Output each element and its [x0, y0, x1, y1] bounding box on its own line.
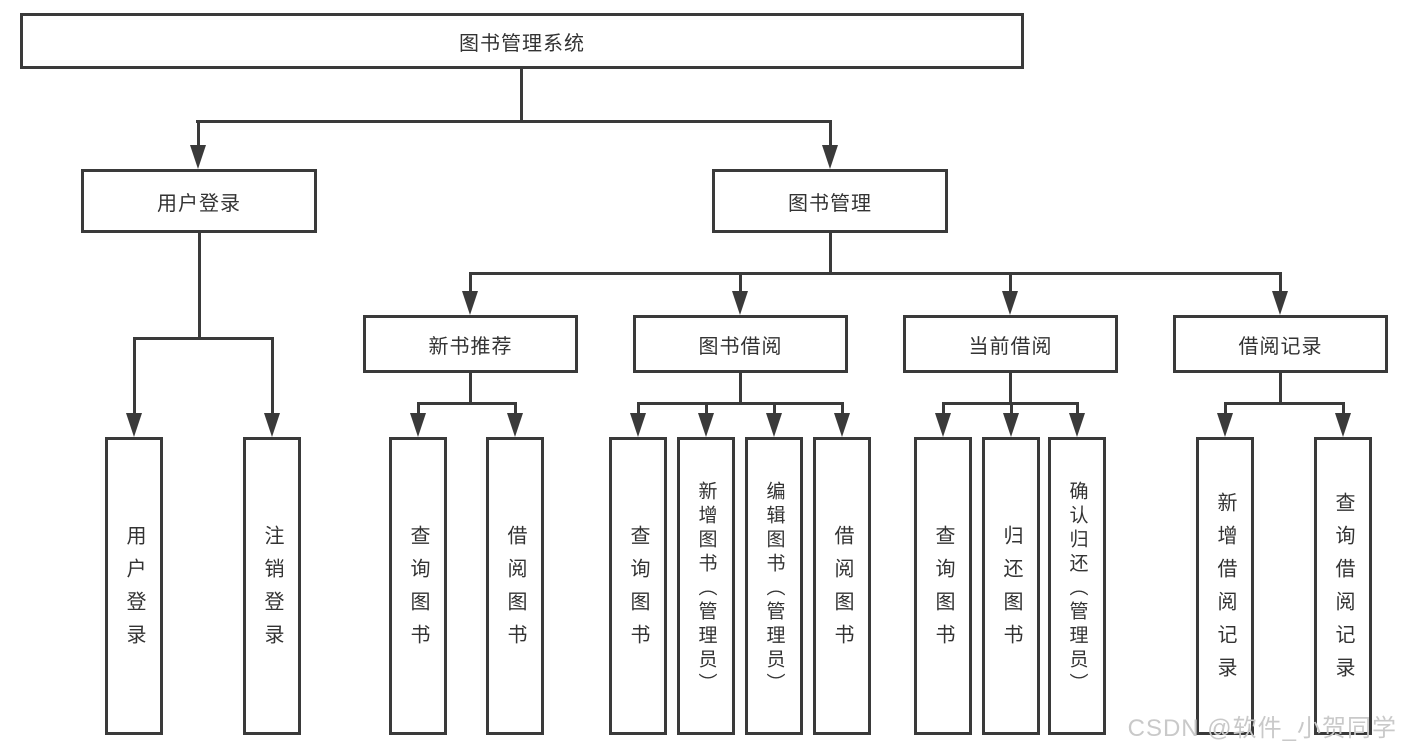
arrowhead-g2-leaf4 — [834, 413, 850, 437]
arrowhead-group1 — [462, 291, 478, 315]
node-new-book-recommend-label: 新书推荐 — [428, 335, 513, 358]
leaf-add-book-admin: 新增图书（管理员） — [677, 437, 735, 735]
leaf-query-borrow-record: 查询借阅记录 — [1314, 437, 1372, 735]
arrowhead-g2-leaf2 — [698, 413, 714, 437]
connector-user-stem — [197, 233, 201, 340]
node-book-management-branch: 图书管理 — [712, 169, 948, 233]
arrowhead-book-branch — [822, 145, 838, 169]
leaf-add-borrow-record: 新增借阅记录 — [1196, 437, 1254, 735]
node-book-borrow: 图书借阅 — [633, 315, 848, 373]
node-user-login-branch: 用户登录 — [81, 169, 317, 233]
connector-drop-group1 — [468, 272, 472, 294]
connector-drop-group2 — [738, 272, 742, 294]
connector-drop-user-leaf2 — [270, 337, 274, 415]
leaf-edit-book-admin: 编辑图书（管理员） — [745, 437, 803, 735]
connector-g1-bar — [416, 402, 517, 405]
leaf-confirm-return-admin: 确认归还（管理员） — [1048, 437, 1106, 735]
connector-g3-drop1 — [941, 402, 945, 415]
leaf-query-books-2: 查询图书 — [609, 437, 667, 735]
connector-g3-drop2 — [1009, 402, 1013, 415]
leaf-query-books-3: 查询图书 — [914, 437, 972, 735]
node-book-borrow-label: 图书借阅 — [698, 335, 783, 358]
connector-drop-book — [828, 120, 832, 148]
leaf-return-books: 归还图书 — [982, 437, 1040, 735]
leaf-logout: 注销登录 — [243, 437, 301, 735]
connector-book-bar — [468, 272, 1282, 275]
arrowhead-g4-leaf2 — [1335, 413, 1351, 437]
arrowhead-g3-leaf2 — [1003, 413, 1019, 437]
connector-g2-stem — [738, 373, 742, 405]
arrowhead-user-branch — [190, 145, 206, 169]
arrowhead-group3 — [1002, 291, 1018, 315]
connector-g2-drop2 — [704, 402, 708, 415]
connector-g3-drop3 — [1075, 402, 1079, 415]
connector-g4-drop1 — [1223, 402, 1227, 415]
arrowhead-g1-leaf1 — [410, 413, 426, 437]
node-current-borrow: 当前借阅 — [903, 315, 1118, 373]
connector-root-bar — [196, 120, 832, 123]
leaf-borrow-books-2: 借阅图书 — [813, 437, 871, 735]
arrowhead-g1-leaf2 — [507, 413, 523, 437]
arrowhead-g3-leaf3 — [1069, 413, 1085, 437]
connector-g2-drop1 — [636, 402, 640, 415]
node-borrow-records-label: 借阅记录 — [1238, 335, 1323, 358]
node-root-label: 图书管理系统 — [459, 32, 585, 55]
arrowhead-group4 — [1272, 291, 1288, 315]
leaf-borrow-books-1: 借阅图书 — [486, 437, 544, 735]
arrowhead-g2-leaf1 — [630, 413, 646, 437]
leaf-user-login: 用户登录 — [105, 437, 163, 735]
arrowhead-user-leaf2 — [264, 413, 280, 437]
connector-drop-group4 — [1278, 272, 1282, 294]
connector-g4-stem — [1278, 373, 1282, 405]
leaf-query-books-1: 查询图书 — [389, 437, 447, 735]
arrowhead-g4-leaf1 — [1217, 413, 1233, 437]
connector-g2-bar — [636, 402, 844, 405]
connector-book-stem — [828, 233, 832, 275]
connector-g2-drop4 — [840, 402, 844, 415]
connector-g3-stem — [1008, 373, 1012, 405]
arrowhead-g3-leaf1 — [935, 413, 951, 437]
connector-g1-drop1 — [416, 402, 420, 415]
node-current-borrow-label: 当前借阅 — [968, 335, 1053, 358]
arrowhead-g2-leaf3 — [766, 413, 782, 437]
connector-root-stem — [520, 69, 523, 120]
node-user-login-label: 用户登录 — [157, 192, 241, 215]
node-new-book-recommend: 新书推荐 — [363, 315, 578, 373]
connector-g4-drop2 — [1341, 402, 1345, 415]
node-root-system: 图书管理系统 — [20, 13, 1024, 69]
connector-drop-user-leaf1 — [132, 337, 136, 415]
arrowhead-user-leaf1 — [126, 413, 142, 437]
connector-g1-drop2 — [513, 402, 517, 415]
connector-drop-group3 — [1008, 272, 1012, 294]
connector-g2-drop3 — [772, 402, 776, 415]
connector-drop-user — [196, 120, 200, 148]
connector-user-bar — [132, 337, 274, 340]
node-borrow-records: 借阅记录 — [1173, 315, 1388, 373]
connector-g1-stem — [468, 373, 472, 405]
node-book-management-label: 图书管理 — [788, 192, 872, 215]
arrowhead-group2 — [732, 291, 748, 315]
connector-g4-bar — [1223, 402, 1345, 405]
csdn-watermark: CSDN @软件_小贺同学 — [1127, 715, 1397, 742]
